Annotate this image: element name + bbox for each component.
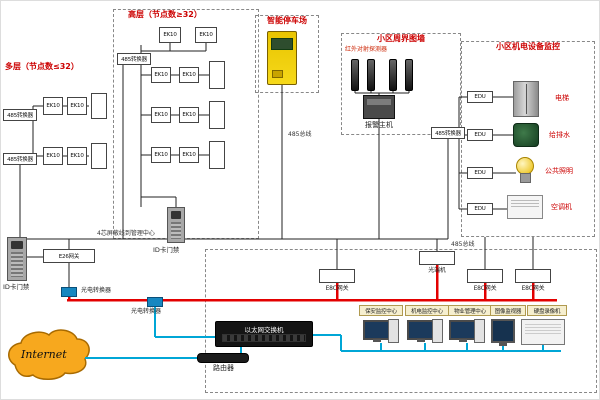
pc-property: [449, 319, 485, 343]
alarm-host: [363, 95, 395, 119]
infrared-bar-2: [367, 59, 375, 91]
label-shield-line: 4芯屏蔽线到管理中心: [97, 230, 155, 237]
gateway-c: E8C网关: [515, 269, 551, 292]
hr-r2-a: EK10: [151, 107, 171, 123]
tower-part: [474, 319, 485, 343]
tower-part: [388, 319, 399, 343]
ms-r2-t: [91, 143, 107, 169]
ms-485-converter-1: 485转换器: [3, 109, 37, 121]
group-parking: 智能停车场: [255, 15, 319, 93]
ms-r2-b: EK10: [67, 147, 87, 165]
ms-r1-a: EK10: [43, 97, 63, 115]
group-perimeter: 小区周界图墙: [341, 33, 461, 135]
edu-2: EDU: [467, 129, 493, 141]
label-multistorey: 多层（节点数≤32）: [5, 62, 79, 71]
gateway-a-label: E8C网关: [325, 285, 349, 292]
hr-top-box-2: EK10: [195, 27, 217, 43]
left-door-station: [7, 237, 27, 281]
hr-r1-b: EK10: [179, 67, 199, 83]
switch-label: 以太网交换机: [244, 326, 284, 334]
internet-cloud: [8, 329, 90, 380]
label-water: 给排水: [549, 131, 570, 139]
ms-485-converter-2: 485转换器: [3, 153, 37, 165]
gateway-a: E8C网关: [319, 269, 355, 292]
ethernet-switch: 以太网交换机: [215, 321, 313, 347]
label-infrared: 红外对射探测器: [345, 46, 388, 53]
hr-r3-b: EK10: [179, 147, 199, 163]
hr-door-station: [167, 207, 185, 243]
parking-kiosk: [267, 31, 297, 85]
label-bus-2: 485总线: [451, 241, 475, 248]
group-perimeter-label: 小区周界图墙: [377, 34, 425, 43]
group-highrise-label: 高层（节点数≥32）: [128, 10, 202, 19]
label-alarm-host: 报警主机: [365, 121, 393, 129]
ms-r2-a: EK10: [43, 147, 63, 165]
chip-hdd-recorder: 硬盘录像机: [527, 305, 567, 316]
monitor-part: [407, 320, 435, 340]
ms-r1-b: EK10: [67, 97, 87, 115]
tower-part: [432, 319, 443, 343]
hr-r3-t: [209, 141, 225, 169]
hr-r2-b: EK10: [179, 107, 199, 123]
fiber-converter-1: [61, 287, 77, 297]
label-id-door-high: ID卡门禁: [153, 246, 180, 254]
gateway-b: E8C网关: [467, 269, 503, 292]
chip-mep-center: 机电监控中心: [405, 305, 449, 316]
label-lighting: 公共照明: [545, 167, 573, 175]
hdd-recorder: [521, 319, 565, 345]
monitor-part: [363, 320, 391, 340]
infrared-bar-1: [351, 59, 359, 91]
pump-image: [513, 123, 539, 147]
elevator-image: [513, 81, 539, 117]
gateway-c-label: E8C网关: [521, 285, 545, 292]
edu-3: EDU: [467, 167, 493, 179]
ms-r1-t: [91, 93, 107, 119]
optical-terminal: 光端机: [419, 251, 455, 274]
label-id-door-left: ID卡门禁: [3, 283, 30, 291]
pc-mep: [407, 319, 443, 343]
pc-security: [363, 319, 399, 343]
aircon-image: [507, 195, 543, 219]
label-aircon: 空调机: [551, 203, 572, 211]
video-monitor: [491, 319, 515, 343]
gateway-wide: E26网关: [43, 249, 95, 263]
edu-4: EDU: [467, 203, 493, 215]
group-center: [205, 249, 597, 393]
infrared-bar-4: [405, 59, 413, 91]
edu-1: EDU: [467, 91, 493, 103]
label-bus-1: 485总线: [288, 131, 312, 138]
group-parking-label: 智能停车场: [267, 16, 307, 25]
chip-video-monitor: 图像监视器: [490, 305, 526, 316]
group-mep-label: 小区机电设备监控: [496, 42, 560, 51]
hr-r1-t: [209, 61, 225, 89]
label-fiber-conv-1: 光电转换器: [81, 287, 112, 294]
group-mep: 小区机电设备监控: [461, 41, 595, 237]
mep-485-converter: 485转换器: [431, 127, 465, 139]
gateway-b-label: E8C网关: [473, 285, 497, 292]
hr-485-converter: 485转换器: [117, 53, 151, 65]
chip-property-center: 物业管理中心: [448, 305, 492, 316]
hr-r1-a: EK10: [151, 67, 171, 83]
infrared-bar-3: [389, 59, 397, 91]
hr-r3-a: EK10: [151, 147, 171, 163]
label-elevator: 电梯: [555, 94, 569, 102]
hr-top-box-1: EK10: [159, 27, 181, 43]
optical-terminal-label: 光端机: [428, 267, 446, 274]
router: [197, 353, 249, 363]
monitor-part: [449, 320, 477, 340]
fiber-converter-2: [147, 297, 163, 307]
bulb-image: [516, 157, 534, 183]
label-router: 路由器: [213, 364, 234, 372]
label-fiber-conv-2: 光电转换器: [131, 308, 162, 315]
internet-label: Internet: [21, 348, 67, 361]
hr-r2-t: [209, 101, 225, 129]
chip-security-center: 保安监控中心: [359, 305, 403, 316]
